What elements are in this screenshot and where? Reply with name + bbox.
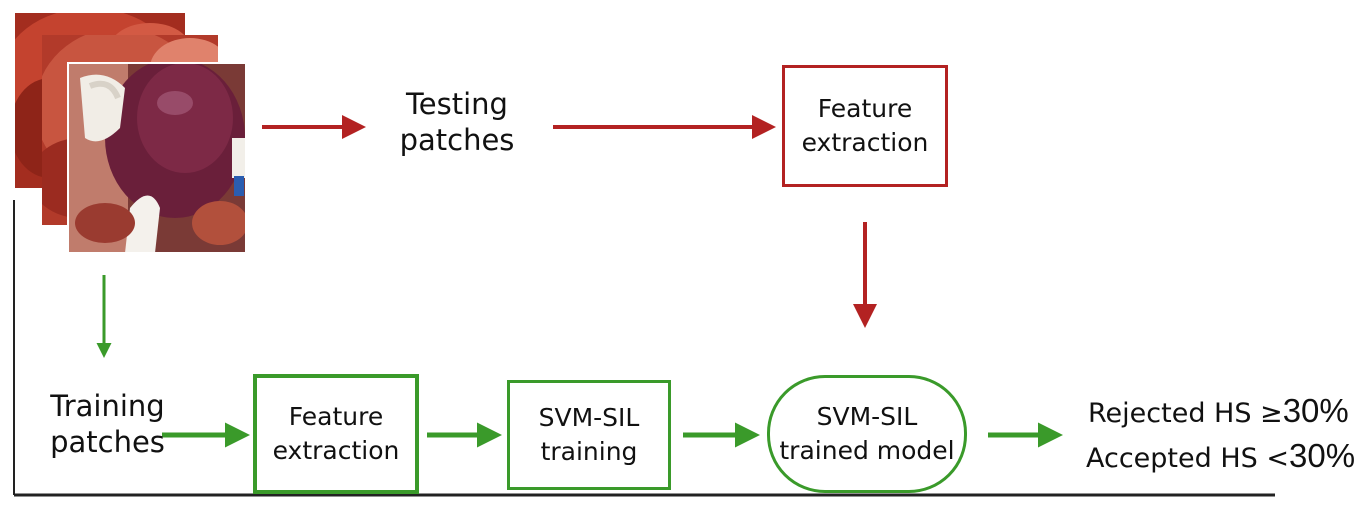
svm-training-line1: SVM-SIL bbox=[538, 403, 640, 433]
svm-training-line2: training bbox=[540, 437, 638, 466]
liver-photo-front bbox=[68, 63, 246, 253]
feature-bottom-line1: Feature bbox=[288, 402, 384, 432]
result-rejected: Rejected HS ≥30% bbox=[1088, 392, 1349, 430]
rejected-prefix: Rejected HS ≥ bbox=[1088, 398, 1283, 429]
testing-patches-label: Testing patches bbox=[392, 86, 522, 159]
feature-top-line2: extraction bbox=[801, 128, 929, 157]
accepted-prefix: Accepted HS < bbox=[1086, 443, 1290, 474]
svm-model-line2: trained model bbox=[779, 436, 955, 465]
rejected-value: 30% bbox=[1282, 392, 1349, 429]
training-line1: Training bbox=[50, 389, 165, 423]
accepted-value: 30% bbox=[1289, 437, 1356, 474]
training-patches-label: Training patches bbox=[40, 388, 175, 461]
feature-bottom-line2: extraction bbox=[272, 436, 400, 465]
svm-sil-trained-model-box: SVM-SIL trained model bbox=[767, 375, 967, 493]
training-line2: patches bbox=[50, 425, 165, 460]
feature-extraction-top-box: Feature extraction bbox=[782, 65, 948, 187]
svm-sil-training-box: SVM-SIL training bbox=[507, 380, 671, 490]
testing-line2: patches bbox=[399, 123, 515, 158]
testing-line1: Testing bbox=[406, 87, 508, 121]
svm-model-line1: SVM-SIL bbox=[816, 402, 918, 432]
feature-extraction-bottom-box: Feature extraction bbox=[253, 374, 419, 494]
result-accepted: Accepted HS <30% bbox=[1086, 437, 1355, 475]
liver-image-stack bbox=[15, 13, 247, 254]
feature-top-line1: Feature bbox=[817, 94, 913, 124]
